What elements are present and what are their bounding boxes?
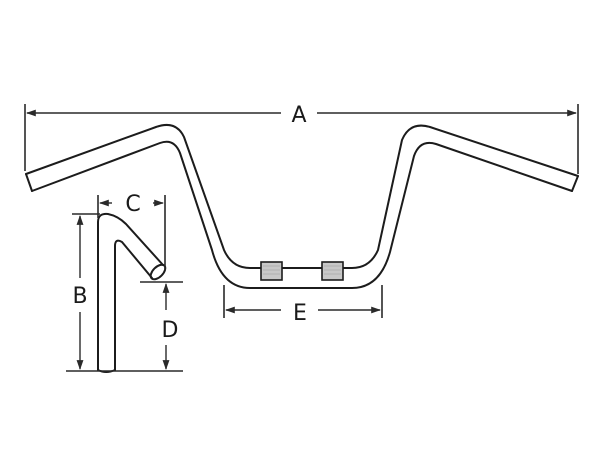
handlebar-right-end: [571, 175, 579, 192]
dimension-d-label: D: [162, 318, 179, 343]
dimension-b: B: [66, 213, 183, 372]
handlebar-front-view: [25, 124, 579, 289]
dimension-d: D: [140, 281, 183, 370]
dimension-e: E: [223, 285, 383, 326]
knurl-right: [321, 261, 344, 281]
dimension-c: C: [97, 192, 166, 270]
dimension-c-label: C: [125, 192, 140, 217]
side-profile-inner: [114, 239, 153, 371]
side-profile-outer: [97, 212, 164, 371]
knurl-left: [260, 261, 283, 281]
dimension-b-label: B: [72, 284, 87, 309]
dimension-a-label: A: [291, 103, 306, 128]
dimension-e-label: E: [293, 301, 307, 326]
handlebar-outer-edge: [25, 124, 579, 269]
handlebar-inner-edge: [31, 140, 573, 289]
dimension-a: A: [24, 103, 579, 174]
handlebar-left-end: [25, 173, 33, 192]
handlebar-side-view: [97, 212, 167, 373]
